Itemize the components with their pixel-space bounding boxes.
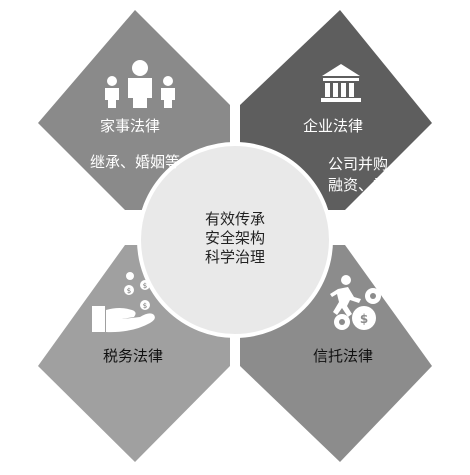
bank-building-icon (321, 64, 361, 102)
runner-gears-icon: $ (330, 275, 381, 330)
hand-coins-icon: $ $ $ (92, 272, 155, 333)
corporate-law-title: 企业法律 (303, 117, 364, 135)
family-law-title: 家事法律 (100, 117, 161, 135)
corporate-law-desc-line2: 融资、重组 (328, 176, 404, 194)
family-icon (105, 60, 175, 108)
center-line-2: 安全架构 (204, 229, 265, 247)
svg-text:$: $ (360, 312, 368, 326)
center-circle (137, 142, 333, 338)
family-law-desc: 继承、婚姻等 (90, 153, 181, 171)
center-line-1: 有效传承 (204, 210, 265, 228)
svg-text:$: $ (143, 282, 147, 290)
center-text: 有效传承 安全架构 科学治理 (183, 210, 287, 267)
trust-law-title: 信托法律 (313, 347, 374, 365)
center-line-3: 科学治理 (204, 248, 265, 266)
corporate-law-desc-line1: 公司并购、 (328, 155, 404, 173)
svg-text:$: $ (127, 287, 131, 295)
svg-text:$: $ (143, 302, 147, 310)
tax-law-title: 税务法律 (103, 347, 164, 365)
